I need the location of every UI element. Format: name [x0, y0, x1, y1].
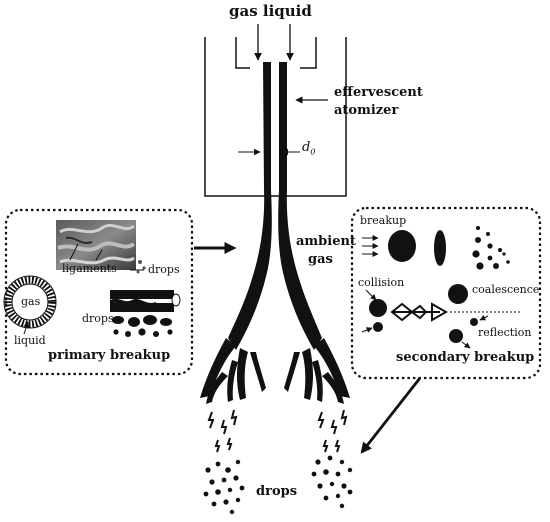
atomizer-housing: [204, 37, 347, 197]
orifice-diameter-symbol: d: [302, 140, 311, 155]
primary-drops: [112, 315, 173, 337]
orifice-diameter-label: d0: [302, 140, 315, 157]
collision-drop-small: [373, 322, 383, 332]
gas-label: gas: [21, 295, 41, 308]
drops-label-bottom: drops: [256, 484, 298, 499]
atomizer-label-line1: effervescent: [334, 85, 423, 100]
nozzle-wall-right: [278, 62, 322, 350]
bubbly-tube: [110, 290, 181, 312]
collision-label: collision: [358, 276, 405, 289]
drop-cloud-left: [203, 459, 245, 515]
collision-arrowhead: [431, 302, 449, 322]
breakup-drop-flattened: [434, 230, 446, 266]
spray-ligaments-right: [284, 338, 350, 404]
streaks-right: [317, 409, 348, 453]
ligaments-pointer-2: [95, 249, 103, 261]
breakup-drop-round: [388, 230, 416, 262]
ambient-label-line2: gas: [308, 252, 333, 267]
liquid-pointer: [23, 321, 30, 335]
orifice-diameter-subscript: 0: [310, 147, 316, 157]
ligaments-label: ligaments: [62, 262, 117, 275]
streaks-left: [207, 409, 238, 453]
breakup-fragments: [472, 226, 510, 270]
inner-liquid-wall-right: [300, 37, 317, 69]
coalesced-drop: [448, 284, 468, 304]
secondary-breakup-panel: [350, 206, 542, 380]
reflection-arrow-top: [479, 314, 489, 321]
breakup-flow-arrows: [362, 235, 379, 257]
reflection-label: reflection: [478, 326, 532, 339]
drops-label-lower: drops: [82, 312, 114, 325]
reflection-drop-small: [470, 318, 478, 326]
ambient-label-line1: ambient: [296, 234, 356, 249]
primary-breakup-title: primary breakup: [48, 348, 171, 363]
inner-liquid-wall-left: [235, 37, 250, 69]
ligaments-pointer-1: [69, 243, 79, 261]
secondary-to-drops-arrow: [360, 377, 422, 454]
reflection-drop-large: [449, 329, 463, 343]
drop-cloud-right: [311, 455, 353, 509]
liquid-label: liquid: [14, 334, 46, 347]
collision-arrow-bottom: [361, 327, 373, 333]
drops-label-upper: drops: [148, 263, 180, 276]
spray-ligaments-left: [200, 338, 266, 404]
secondary-breakup-title: secondary breakup: [396, 350, 535, 365]
collision-arrow-top: [365, 289, 377, 301]
atomizer-label-line2: atomizer: [334, 103, 399, 118]
breaking-ligament: [110, 298, 156, 307]
nozzle-wall-left: [228, 62, 272, 350]
annular-flow-ring: [3, 275, 57, 329]
photo-stray-drops: [136, 260, 146, 274]
inlet-label: gas liquid: [229, 2, 312, 20]
ligament-photo: [56, 220, 136, 270]
reflection-arrow-bottom: [461, 341, 471, 349]
collision-drop-large: [369, 299, 387, 317]
breakup-label: breakup: [360, 214, 407, 227]
coalescence-label: coalescence: [472, 283, 540, 296]
primary-breakup-panel: [4, 208, 194, 376]
